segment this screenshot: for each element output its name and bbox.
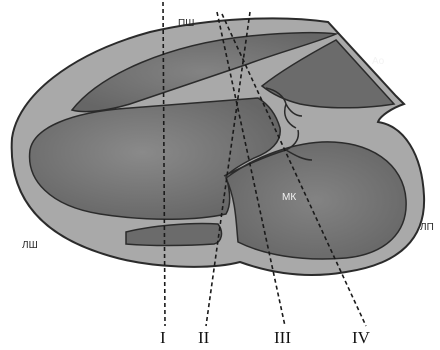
label-roman-iv: IV: [352, 328, 371, 347]
label-lp: ЛП: [420, 222, 434, 233]
label-pw: ПШ: [178, 18, 194, 29]
label-lsh: ЛШ: [22, 240, 38, 251]
label-roman-ii: II: [198, 328, 210, 347]
label-roman-i: I: [160, 328, 166, 347]
label-roman-iii: III: [274, 328, 291, 347]
label-mk: МК: [282, 192, 296, 203]
label-ao: Ао: [372, 56, 385, 67]
